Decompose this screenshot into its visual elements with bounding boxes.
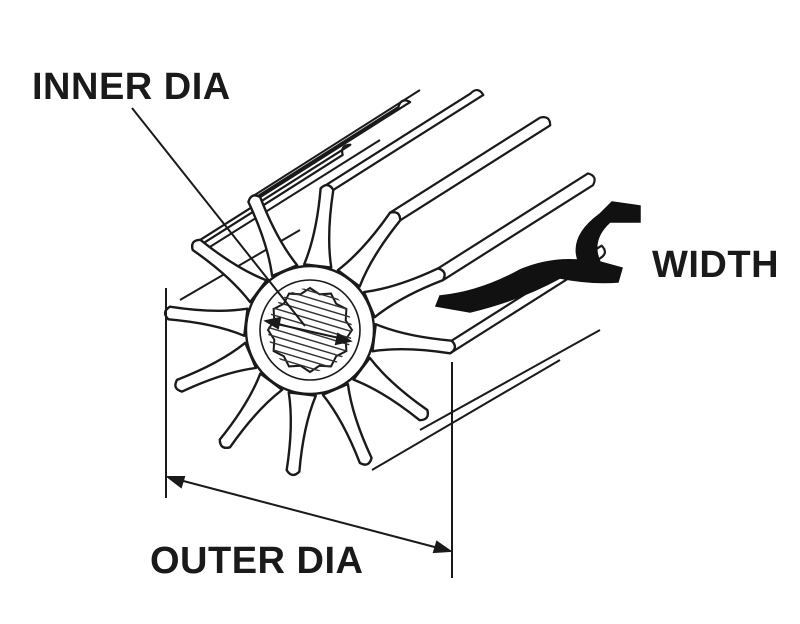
blade-depth-tube — [389, 116, 552, 222]
impeller-blade — [163, 305, 249, 338]
impeller-blade — [174, 341, 258, 393]
outer-dia-label: OUTER DIA — [150, 540, 364, 582]
blade-depth-tube — [320, 89, 485, 191]
impeller-back-blades — [192, 89, 606, 355]
inner-dia-arrow — [131, 107, 353, 346]
width-indicator — [434, 201, 641, 313]
blade-depth-tube — [192, 143, 352, 251]
impeller-blade — [247, 194, 299, 278]
impeller-blade — [371, 322, 457, 355]
impeller-blade — [362, 267, 446, 319]
impeller-blade — [285, 391, 318, 477]
width-label: WIDTH — [652, 244, 780, 286]
inner-dia-label: INNER DIA — [32, 66, 231, 108]
impeller-blade — [218, 372, 284, 450]
outer-dia-dimension — [165, 288, 453, 578]
impeller-blade — [190, 238, 268, 304]
impeller-blade — [336, 210, 402, 288]
splined-bore — [266, 286, 354, 374]
impeller-blade — [321, 382, 373, 466]
impeller-blade — [302, 183, 335, 269]
impeller-blade — [352, 356, 430, 422]
blade-depth-tube — [437, 172, 596, 282]
